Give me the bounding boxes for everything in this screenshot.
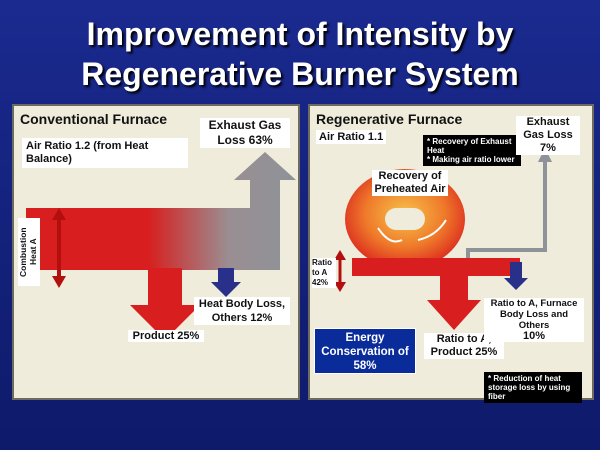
regenerative-exhaust-label: Exhaust Gas Loss 7% [516, 116, 580, 155]
recovery-preheated-air-label: Recovery of Preheated Air [372, 170, 448, 196]
ratio-double-arrow [334, 250, 346, 292]
fiber-note: * Reduction of heat storage loss by usin… [484, 372, 582, 403]
regenerative-output-flow [352, 258, 520, 276]
exhaust-line [466, 160, 547, 258]
ratio-to-a-label: Ratio to A 42% [312, 258, 336, 288]
combustion-heat-label: Combustion Heat A [18, 218, 40, 286]
product-arrow [130, 268, 200, 340]
swirl-arrow-2 [417, 219, 447, 241]
note-line-1: * Recovery of Exhaust Heat [427, 137, 512, 155]
product-label: Product 25% [128, 330, 204, 342]
energy-conservation-box: Energy Conservation of 58% [314, 328, 416, 374]
slide-title: Improvement of Intensity by Regenerative… [0, 14, 600, 94]
heat-body-loss-label: Heat Body Loss, Others 12% [194, 297, 290, 325]
swirl-arrow [377, 227, 403, 243]
combustion-double-arrow [52, 208, 66, 288]
conventional-heat-flow [26, 152, 296, 270]
regenerative-title: Regenerative Furnace [316, 111, 463, 127]
furnace-body-loss-arrow [504, 262, 528, 290]
conventional-air-ratio: Air Ratio 1.2 (from Heat Balance) [22, 138, 188, 168]
title-line-1: Improvement of Intensity by [86, 16, 514, 52]
heat-body-loss-arrow [211, 268, 241, 297]
furnace-body-loss-label: Ratio to A, Furnace Body Loss and Others… [484, 298, 584, 342]
regenerative-product-arrow [427, 274, 481, 330]
title-line-2: Regenerative Burner System [81, 56, 519, 92]
exhaust-arrowhead [538, 148, 552, 162]
conventional-title: Conventional Furnace [20, 111, 168, 127]
exhaust-gas-loss-label: Exhaust Gas Loss 63% [200, 118, 290, 148]
furnace-body-loss-text: Ratio to A, Furnace Body Loss and Others [490, 298, 578, 331]
regenerative-air-ratio: Air Ratio 1.1 [316, 130, 387, 144]
regenerative-exhaust-text: Exhaust Gas Loss [523, 116, 573, 141]
exhaust-recovery-note: * Recovery of Exhaust Heat * Making air … [423, 135, 521, 166]
regenerative-exhaust-value: 7% [540, 142, 556, 154]
note-line-2: * Making air ratio lower [427, 155, 515, 164]
furnace-core [385, 208, 425, 230]
furnace-body-loss-value: 10% [522, 330, 546, 342]
